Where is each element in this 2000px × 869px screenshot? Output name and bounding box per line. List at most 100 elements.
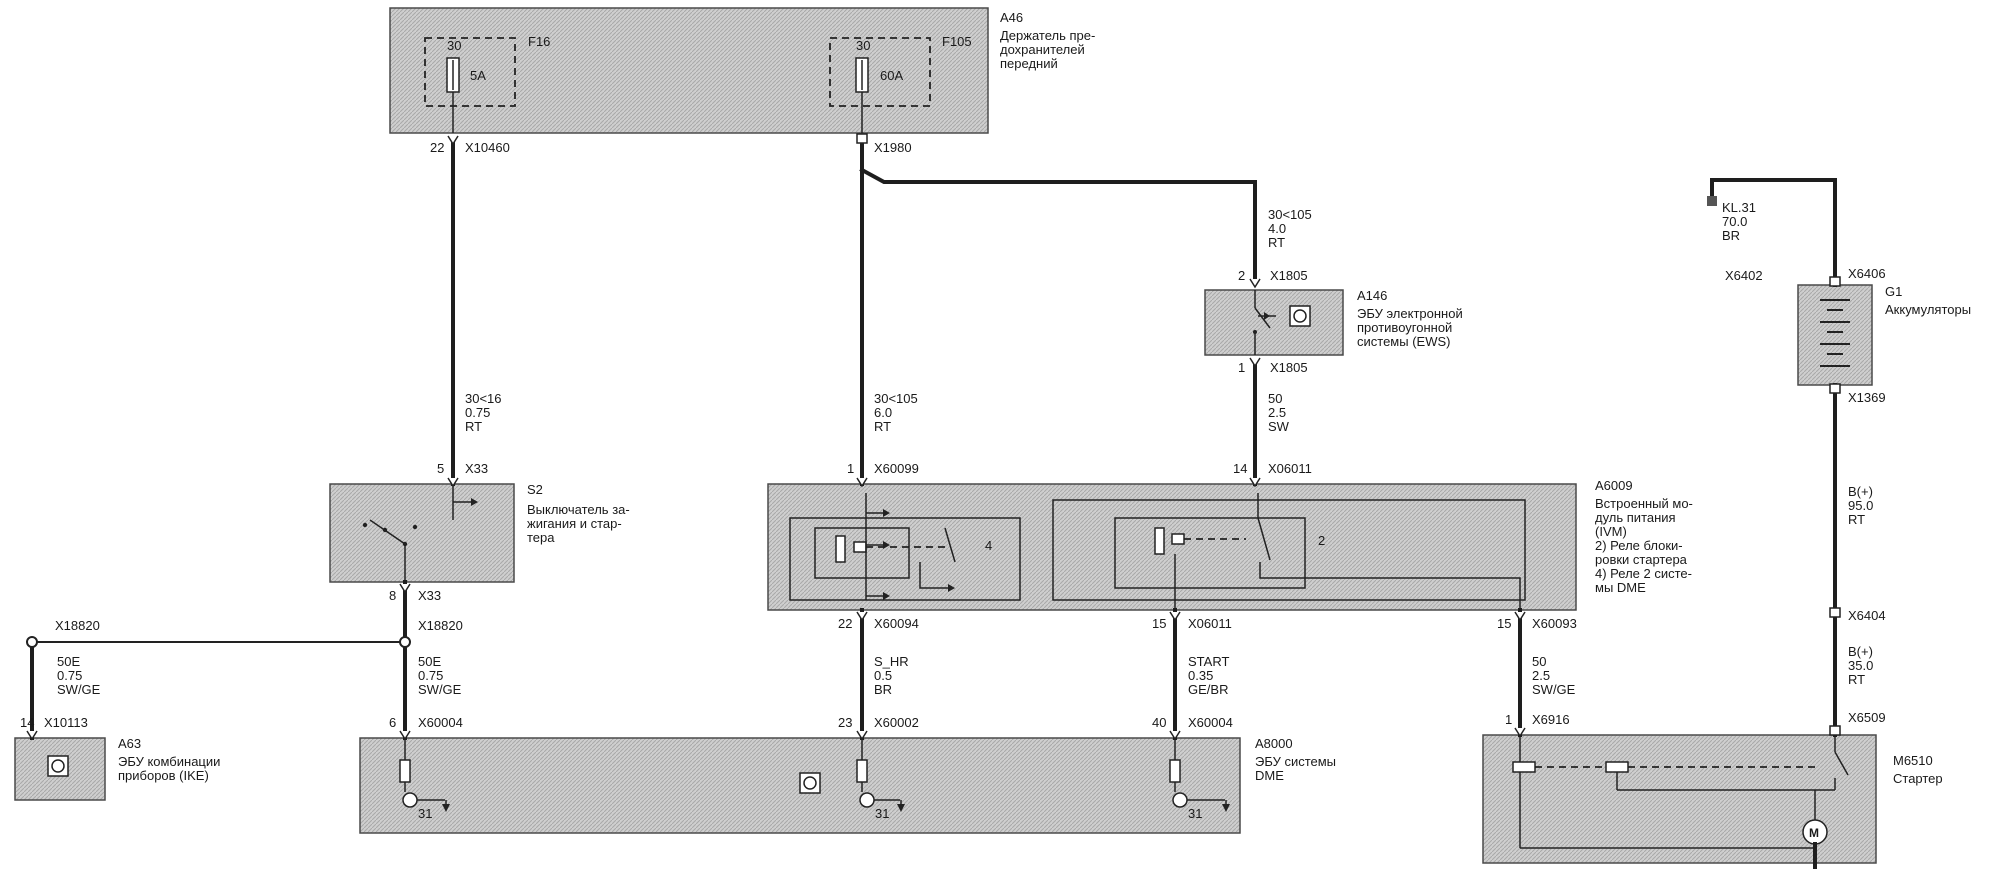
fuse-f105: 30 F105 60A	[829, 34, 972, 133]
svg-text:X06011: X06011	[1188, 616, 1232, 631]
component-a146: A146 ЭБУ электронной противоугонной сист…	[1204, 288, 1463, 356]
svg-text:2.5: 2.5	[1268, 405, 1286, 420]
svg-text:1: 1	[847, 461, 854, 476]
svg-text:RT: RT	[1848, 512, 1865, 527]
svg-text:2) Реле блоки-: 2) Реле блоки-	[1595, 538, 1683, 553]
svg-text:22: 22	[430, 140, 444, 155]
svg-text:F105: F105	[942, 34, 972, 49]
svg-text:X60004: X60004	[1188, 715, 1233, 730]
svg-text:системы (EWS): системы (EWS)	[1357, 334, 1450, 349]
svg-text:40: 40	[1152, 715, 1166, 730]
svg-text:X6916: X6916	[1532, 712, 1570, 727]
svg-text:2: 2	[1238, 268, 1245, 283]
wire-label-s-hr: S_HR0.5BR	[874, 654, 909, 697]
svg-text:60A: 60A	[880, 68, 903, 83]
svg-text:X33: X33	[418, 588, 441, 603]
svg-text:31: 31	[875, 806, 889, 821]
relay-4-frame	[789, 517, 1021, 601]
svg-text:X6509: X6509	[1848, 710, 1886, 725]
svg-text:1: 1	[1505, 712, 1512, 727]
svg-text:15: 15	[1152, 616, 1166, 631]
wire-kl31	[1710, 178, 1837, 287]
svg-text:30<16: 30<16	[465, 391, 502, 406]
svg-text:35.0: 35.0	[1848, 658, 1873, 673]
svg-text:0.5: 0.5	[874, 668, 892, 683]
svg-text:SW/GE: SW/GE	[57, 682, 101, 697]
svg-text:5A: 5A	[470, 68, 486, 83]
svg-text:Выключатель за-: Выключатель за-	[527, 502, 630, 517]
svg-text:X6404: X6404	[1848, 608, 1886, 623]
svg-text:30<105: 30<105	[1268, 207, 1312, 222]
svg-text:BR: BR	[874, 682, 892, 697]
ecu-icon	[1289, 305, 1311, 327]
svg-text:X1369: X1369	[1848, 390, 1886, 405]
svg-text:M6510: M6510	[1893, 753, 1933, 768]
svg-text:X10460: X10460	[465, 140, 510, 155]
svg-text:X60004: X60004	[418, 715, 463, 730]
svg-text:0.75: 0.75	[465, 405, 490, 420]
svg-text:X60002: X60002	[874, 715, 919, 730]
svg-text:Встроенный мо-: Встроенный мо-	[1595, 496, 1693, 511]
svg-text:30: 30	[856, 38, 870, 53]
svg-text:START: START	[1188, 654, 1229, 669]
svg-text:X33: X33	[465, 461, 488, 476]
svg-text:мы DME: мы DME	[1595, 580, 1646, 595]
svg-text:GE/BR: GE/BR	[1188, 682, 1228, 697]
svg-text:SW/GE: SW/GE	[418, 682, 462, 697]
component-g1: G1 Аккумуляторы	[1797, 284, 1971, 386]
svg-text:X10113: X10113	[44, 715, 88, 730]
svg-text:30: 30	[447, 38, 461, 53]
svg-text:RT: RT	[874, 419, 891, 434]
svg-text:(IVM): (IVM)	[1595, 524, 1627, 539]
svg-text:95.0: 95.0	[1848, 498, 1873, 513]
relay-2-frame	[1052, 499, 1526, 601]
wire-x1980-x1805	[859, 167, 1257, 284]
dme-input-2: 31	[856, 738, 905, 821]
wire-label-bplus95: B(+)95.0RT	[1848, 484, 1873, 527]
svg-text:S_HR: S_HR	[874, 654, 909, 669]
svg-text:A146: A146	[1357, 288, 1387, 303]
svg-text:дуль питания: дуль питания	[1595, 510, 1676, 525]
wire-label-50-sw: 502.5SW	[1268, 391, 1290, 434]
component-a8000: 31 31 31 A8000 ЭБУ системы DME	[359, 736, 1336, 834]
svg-text:BR: BR	[1722, 228, 1740, 243]
svg-text:2.5: 2.5	[1532, 668, 1550, 683]
connector-marks	[26, 133, 1841, 741]
svg-text:50E: 50E	[418, 654, 441, 669]
svg-text:2: 2	[1318, 533, 1325, 548]
svg-text:X1805: X1805	[1270, 268, 1308, 283]
svg-text:B(+): B(+)	[1848, 644, 1873, 659]
ecu-icon	[799, 772, 821, 794]
svg-text:0.75: 0.75	[57, 668, 82, 683]
svg-text:X60094: X60094	[874, 616, 919, 631]
svg-text:ЭБУ электронной: ЭБУ электронной	[1357, 306, 1463, 321]
svg-text:M: M	[1809, 826, 1819, 840]
svg-text:50: 50	[1532, 654, 1546, 669]
svg-text:жигания и стар-: жигания и стар-	[527, 516, 622, 531]
wire-label-bplus35: B(+)35.0RT	[1848, 644, 1873, 687]
component-a63: A63 ЭБУ комбинации приборов (IKE)	[14, 736, 220, 801]
svg-text:X60093: X60093	[1532, 616, 1577, 631]
svg-text:KL.31: KL.31	[1722, 200, 1756, 215]
svg-text:приборов (IKE): приборов (IKE)	[118, 768, 209, 783]
svg-text:ровки стартера: ровки стартера	[1595, 552, 1688, 567]
svg-text:ЭБУ комбинации: ЭБУ комбинации	[118, 754, 220, 769]
svg-text:X1980: X1980	[874, 140, 912, 155]
svg-text:Стартер: Стартер	[1893, 771, 1943, 786]
svg-text:X6402: X6402	[1725, 268, 1763, 283]
svg-text:6.0: 6.0	[874, 405, 892, 420]
svg-text:1: 1	[1238, 360, 1245, 375]
svg-text:14: 14	[1233, 461, 1247, 476]
svg-text:SW: SW	[1268, 419, 1290, 434]
svg-text:передний: передний	[1000, 56, 1058, 71]
svg-text:X18820: X18820	[418, 618, 463, 633]
svg-text:A6009: A6009	[1595, 478, 1633, 493]
relay-coil	[1154, 527, 1165, 555]
svg-text:30<105: 30<105	[874, 391, 918, 406]
svg-text:4.0: 4.0	[1268, 221, 1286, 236]
